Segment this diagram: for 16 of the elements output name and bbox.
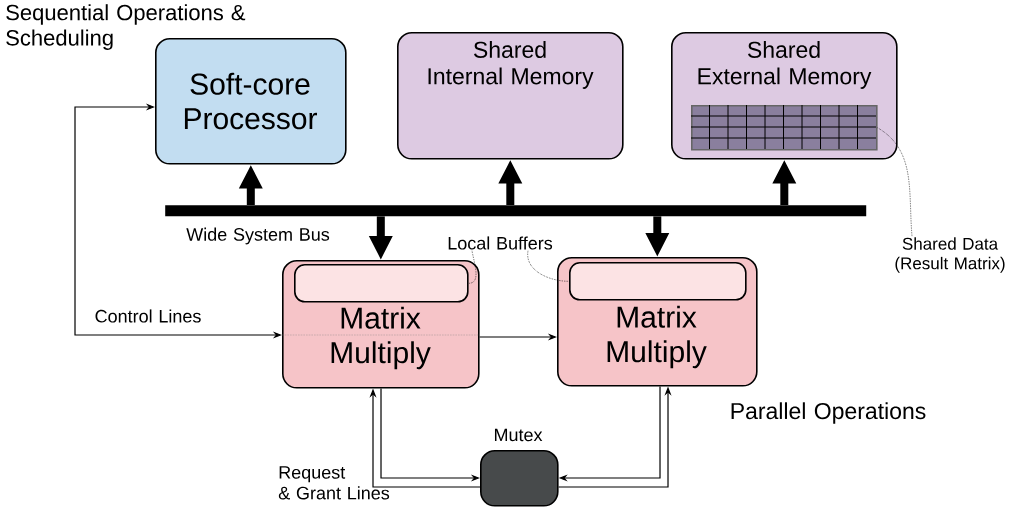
buffer-box [294,264,469,303]
leader-line [527,250,570,282]
leader-line [468,250,477,284]
callout-text: Local Buffers [448,236,553,250]
leader-line [877,127,913,237]
mutex-box: Mutex [480,428,559,507]
annotation-text: Parallel Operations [731,402,926,424]
callout-text: Shared Data (Result Matrix) [895,237,1005,273]
processor-box: Soft-core Processor [155,38,347,165]
buffer-box [569,262,747,301]
edge-label: Control Lines [93,308,203,324]
memory-box: Shared Internal Memory [397,32,624,160]
memory-grid [690,104,878,151]
annotation-text: Request & Grant Lines [278,466,390,500]
node-label: Wide System Bus [186,227,330,245]
node-label: Mutex [494,428,543,442]
